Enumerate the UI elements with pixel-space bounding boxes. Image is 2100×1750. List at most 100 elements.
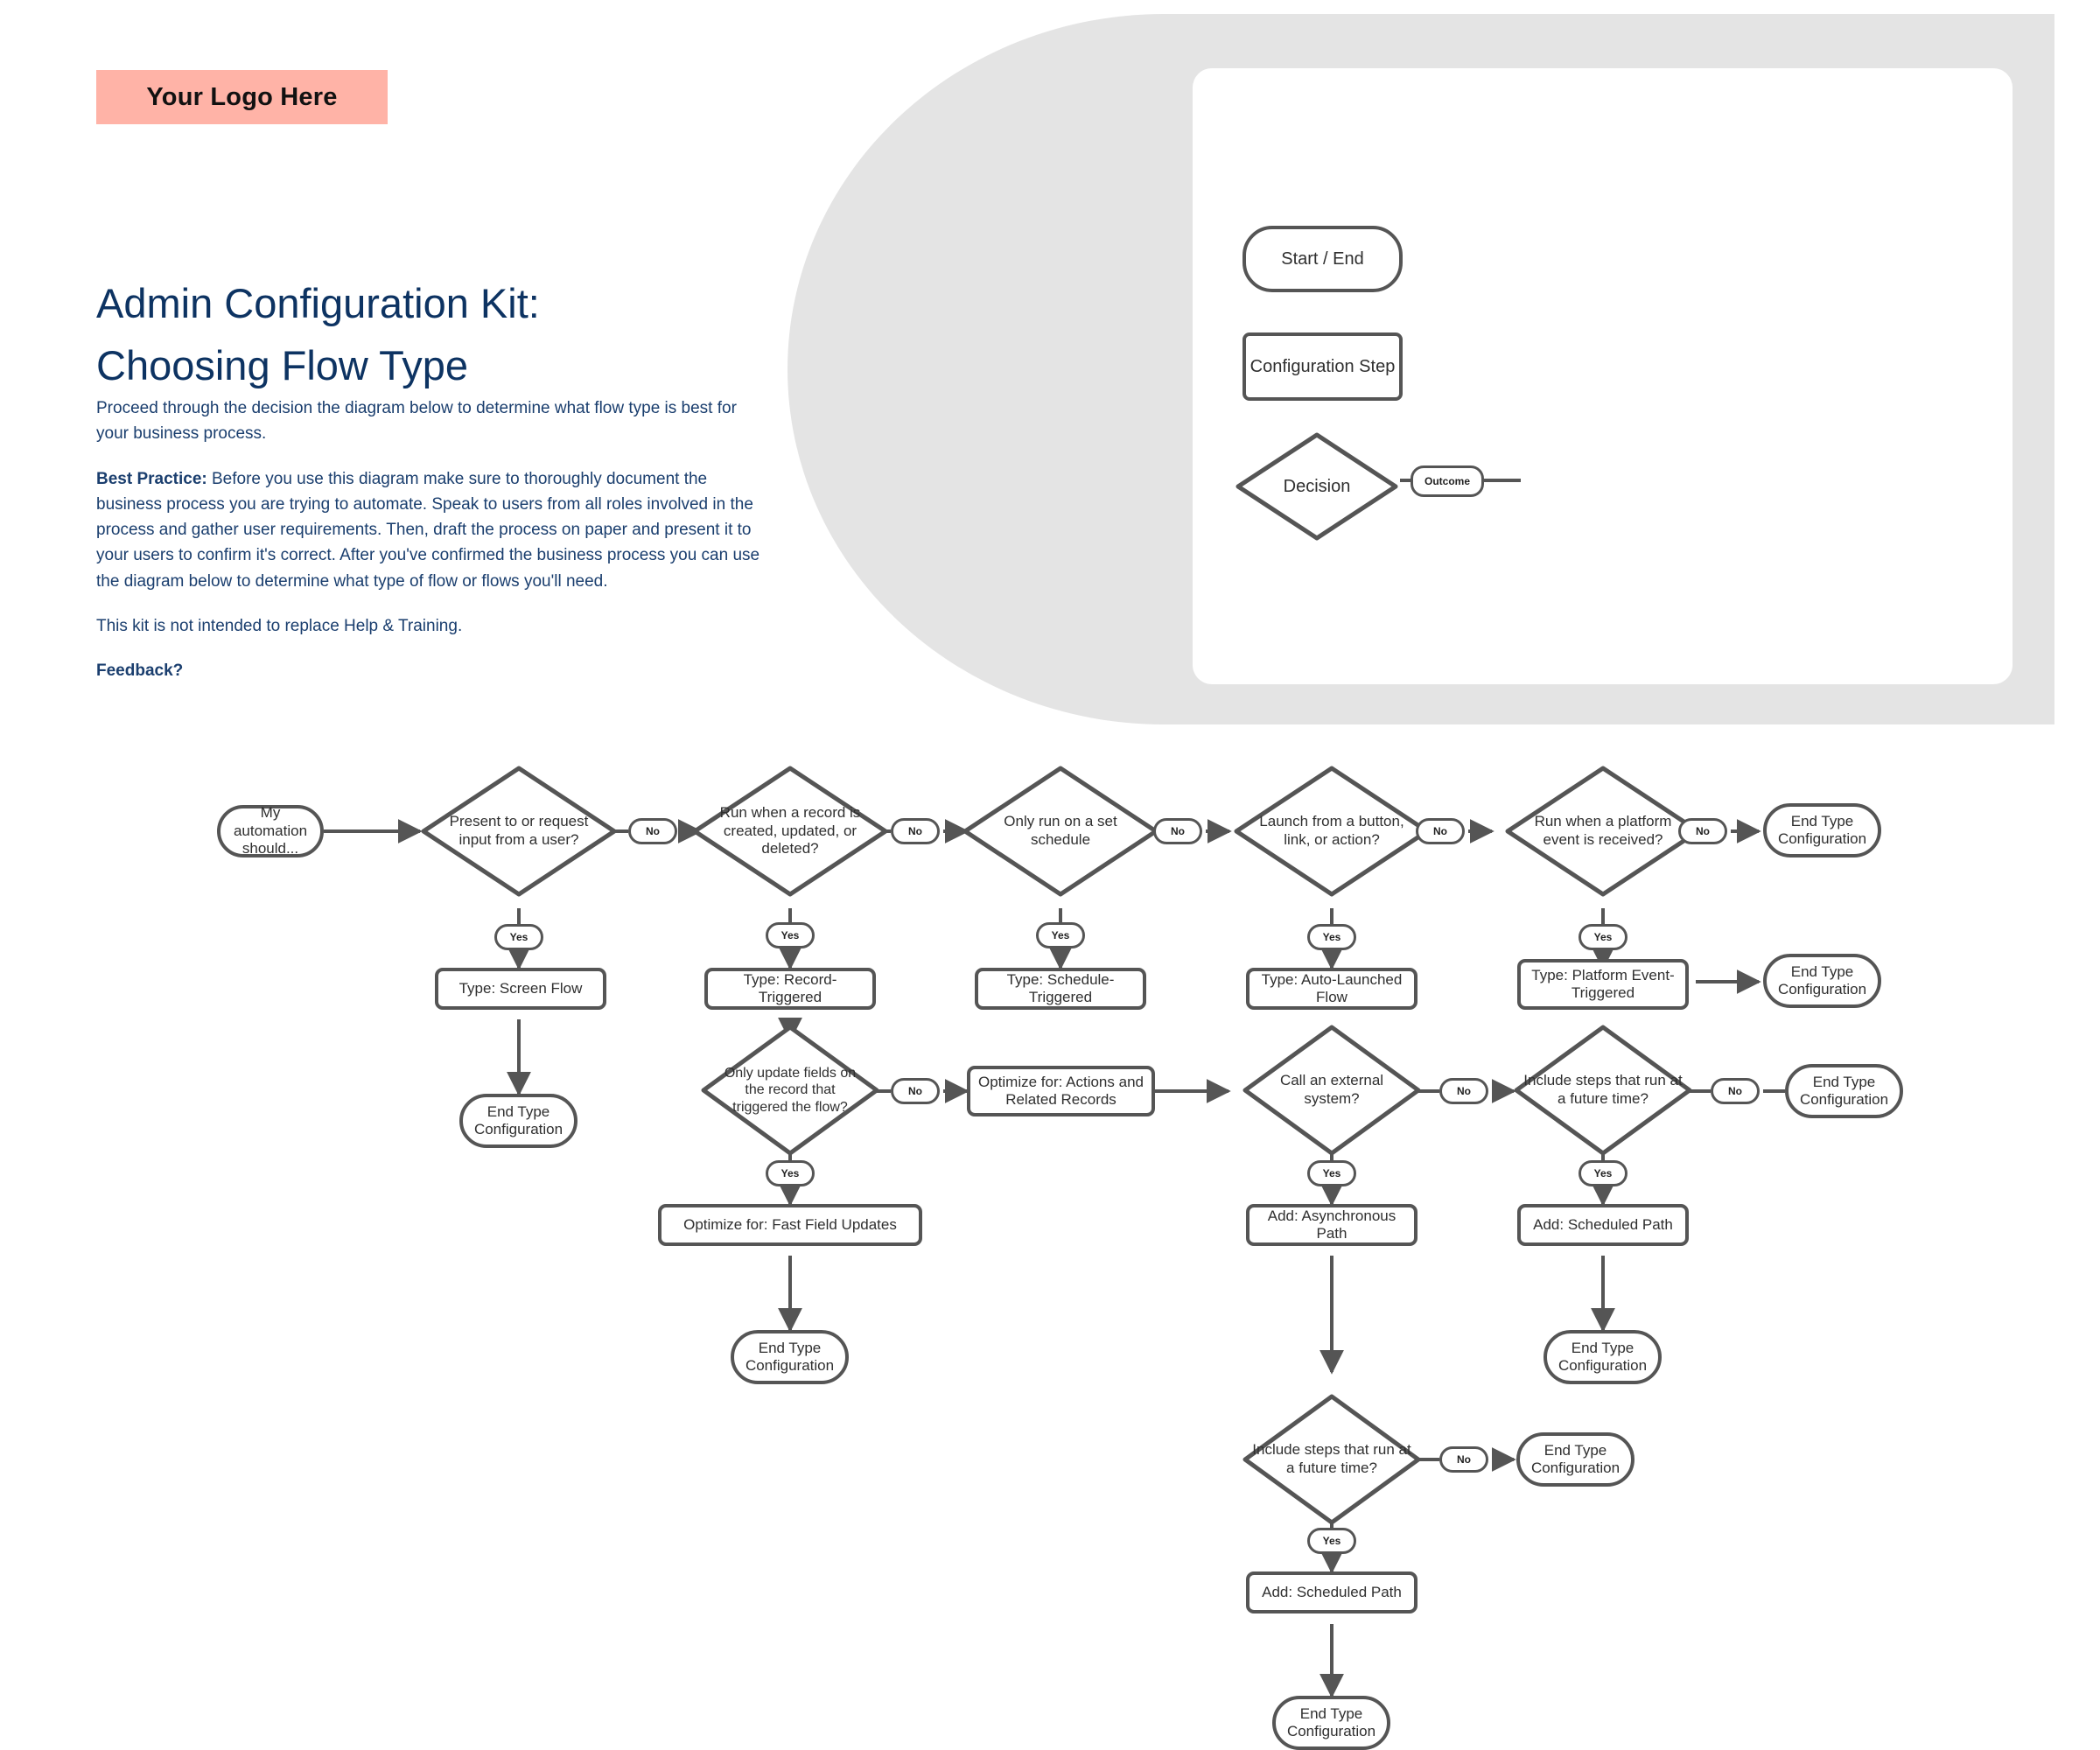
best-practice-paragraph: Best Practice: Before you use this diagr… <box>96 466 770 594</box>
feedback-label: Feedback? <box>96 662 184 680</box>
node-end-scheduled-path-2-line1: End Type <box>1299 1704 1363 1722</box>
node-end-future-steps-2-line2: Configuration <box>1530 1460 1620 1476</box>
decision-diamond-icon <box>1505 766 1701 897</box>
edge-badge-yes-8-label: Yes <box>1593 1167 1613 1180</box>
edge-badge-yes-7: Yes <box>1307 1160 1356 1186</box>
node-optimize-fast-field-updates[interactable]: Optimize for: Fast Field Updates <box>658 1204 922 1246</box>
node-end-platform-line1: End Type <box>1790 962 1854 980</box>
node-type-record-triggered-label: Type: Record-Triggered <box>743 970 837 1005</box>
node-type-record-triggered[interactable]: Type: Record-Triggered <box>704 968 876 1010</box>
node-decision-launch-button-label: Launch from a button, link, or action? <box>1259 813 1404 848</box>
flowchart: My automation should... Present to or re… <box>0 752 2100 1750</box>
node-decision-present-input[interactable]: Present to or request input from a user? <box>420 765 618 898</box>
node-type-screen-flow[interactable]: Type: Screen Flow <box>435 968 606 1010</box>
decision-diamond-icon <box>421 766 617 897</box>
node-type-schedule-triggered-label: Type: Schedule-Triggered <box>1006 970 1115 1005</box>
edge-badge-no-3: No <box>1153 818 1202 844</box>
edge-badge-no-1-label: No <box>646 825 660 837</box>
node-end-fast-field-updates-line2: Configuration <box>745 1357 835 1374</box>
edge-badge-yes-2: Yes <box>766 922 815 948</box>
node-decision-record-change[interactable]: Run when a record is created, updated, o… <box>691 765 889 898</box>
node-type-auto-launched-label: Type: Auto-Launched Flow <box>1261 970 1403 1005</box>
node-end-scheduled-path-2[interactable]: End Type Configuration <box>1272 1696 1390 1750</box>
node-decision-future-steps-2[interactable]: Include steps that run at a future time? <box>1242 1393 1422 1526</box>
legend-terminator-shape: Start / End <box>1242 226 1403 292</box>
node-decision-call-external-system[interactable]: Call an external system? <box>1242 1024 1422 1157</box>
node-type-schedule-triggered[interactable]: Type: Schedule-Triggered <box>975 968 1146 1010</box>
node-end-fast-field-updates[interactable]: End Type Configuration <box>731 1330 849 1384</box>
edge-badge-yes-5: Yes <box>1578 924 1628 950</box>
edge-badge-yes-6-label: Yes <box>780 1167 800 1180</box>
node-optimize-actions-related-records[interactable]: Optimize for: Actions and Related Record… <box>967 1066 1155 1116</box>
edge-badge-yes-1: Yes <box>494 924 543 950</box>
node-end-row1-line1: End Type <box>1790 812 1854 830</box>
node-decision-only-update-fields-label: Only update fields on the record that tr… <box>724 1065 857 1115</box>
hero-section: Your Logo Here Admin Configuration Kit: … <box>0 0 2100 752</box>
node-decision-set-schedule[interactable]: Only run on a set schedule <box>962 765 1159 898</box>
node-type-platform-event-label: Type: Platform Event-Triggered <box>1531 966 1675 1001</box>
edge-badge-yes-8: Yes <box>1578 1160 1628 1186</box>
edge-badge-no-4: No <box>1416 818 1465 844</box>
node-decision-launch-button[interactable]: Launch from a button, link, or action? <box>1233 765 1431 898</box>
decision-diamond-icon <box>692 766 888 897</box>
page-title-line2: Choosing Flow Type <box>96 342 468 389</box>
node-end-platform[interactable]: End Type Configuration <box>1763 954 1881 1008</box>
edge-badge-no-5-label: No <box>1696 825 1710 837</box>
node-optimize-fast-field-updates-label: Optimize for: Fast Field Updates <box>683 1215 897 1233</box>
logo-placeholder: Your Logo Here <box>96 70 388 124</box>
node-add-scheduled-path-2[interactable]: Add: Scheduled Path <box>1246 1572 1418 1614</box>
intro-text-block: Proceed through the decision the diagram… <box>96 396 770 703</box>
page-title: Admin Configuration Kit: Choosing Flow T… <box>96 283 709 388</box>
node-add-asynchronous-path[interactable]: Add: Asynchronous Path <box>1246 1204 1418 1246</box>
node-end-future-steps-1[interactable]: End Type Configuration <box>1785 1064 1903 1118</box>
node-add-asynchronous-path-label: Add: Asynchronous Path <box>1267 1207 1396 1242</box>
node-add-scheduled-path-1[interactable]: Add: Scheduled Path <box>1517 1204 1689 1246</box>
node-decision-set-schedule-label: Only run on a set schedule <box>1004 813 1117 848</box>
node-decision-call-external-system-label: Call an external system? <box>1279 1072 1384 1107</box>
edge-badge-no-6-label: No <box>908 1085 922 1097</box>
edge-badge-yes-6: Yes <box>766 1160 815 1186</box>
node-end-row1[interactable]: End Type Configuration <box>1763 803 1881 858</box>
node-type-platform-event[interactable]: Type: Platform Event-Triggered <box>1517 959 1689 1010</box>
node-end-future-steps-2[interactable]: End Type Configuration <box>1516 1432 1634 1487</box>
edge-badge-yes-9-label: Yes <box>1322 1535 1341 1547</box>
feedback-link[interactable]: Feedback? <box>96 658 770 683</box>
edge-badge-yes-4-label: Yes <box>1322 931 1341 943</box>
edge-badge-no-8-label: No <box>1728 1085 1742 1097</box>
intro-paragraph: Proceed through the decision the diagram… <box>96 399 737 444</box>
legend-decision-shape: Decision <box>1234 430 1400 542</box>
node-end-future-steps-2-line1: End Type <box>1544 1441 1607 1459</box>
node-end-screen-flow-line1: End Type <box>486 1102 550 1120</box>
node-end-platform-line2: Configuration <box>1777 981 1867 998</box>
edge-badge-no-7-label: No <box>1457 1085 1471 1097</box>
decision-diamond-icon <box>962 766 1158 897</box>
decision-diamond-icon <box>1514 1025 1692 1156</box>
legend-decision-label: Decision <box>1283 476 1351 496</box>
edge-badge-yes-2-label: Yes <box>780 929 800 942</box>
edge-badge-no-6: No <box>891 1078 940 1104</box>
decision-diamond-icon <box>1242 1394 1421 1525</box>
node-decision-future-steps-1-label: Include steps that run at a future time? <box>1523 1072 1683 1107</box>
edge-badge-no-3-label: No <box>1171 825 1185 837</box>
legend-decision-diamond-icon <box>1236 432 1398 541</box>
node-start-label: My automation should... <box>233 804 308 858</box>
edge-badge-no-9-label: No <box>1457 1453 1471 1466</box>
edge-badge-no-4-label: No <box>1433 825 1447 837</box>
node-end-scheduled-path-1[interactable]: End Type Configuration <box>1544 1330 1662 1384</box>
node-decision-platform-event[interactable]: Run when a platform event is received? <box>1504 765 1702 898</box>
node-end-future-steps-1-line1: End Type <box>1812 1073 1876 1090</box>
node-optimize-actions-related-records-label: Optimize for: Actions and Related Record… <box>978 1073 1144 1108</box>
edge-badge-no-7: No <box>1439 1078 1488 1104</box>
edge-badge-no-8: No <box>1711 1078 1760 1104</box>
node-decision-future-steps-1[interactable]: Include steps that run at a future time? <box>1513 1024 1693 1157</box>
node-start[interactable]: My automation should... <box>217 804 324 858</box>
node-add-scheduled-path-2-label: Add: Scheduled Path <box>1262 1583 1402 1600</box>
node-end-screen-flow-line2: Configuration <box>473 1121 564 1138</box>
disclaimer-paragraph: This kit is not intended to replace Help… <box>96 616 463 635</box>
node-type-auto-launched[interactable]: Type: Auto-Launched Flow <box>1246 968 1418 1010</box>
decision-diamond-icon <box>1234 766 1430 897</box>
node-end-screen-flow[interactable]: End Type Configuration <box>459 1094 578 1148</box>
node-end-scheduled-path-1-line1: End Type <box>1571 1339 1634 1356</box>
node-decision-only-update-fields[interactable]: Only update fields on the record that tr… <box>700 1024 880 1157</box>
edge-badge-no-1: No <box>628 818 677 844</box>
